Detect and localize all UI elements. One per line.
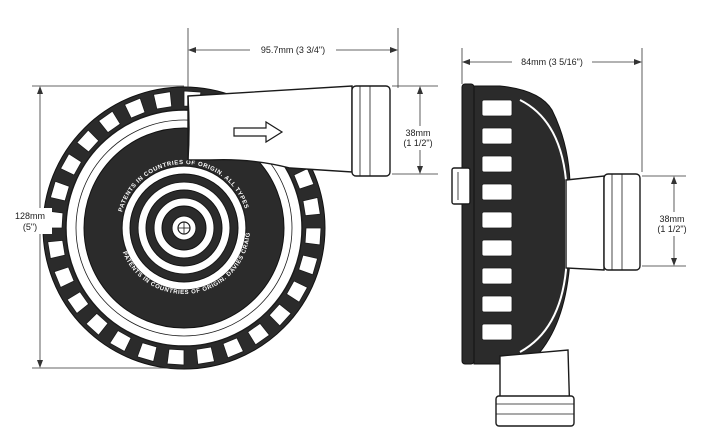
flow-arrow-icon — [233, 120, 284, 144]
side-rib-slot — [481, 155, 513, 173]
side-width-dimension: 84mm (3 5/16") — [461, 48, 643, 172]
rim-rib-slot — [109, 330, 132, 352]
side-rib-slot — [481, 239, 513, 257]
front-outlet-collar — [351, 85, 391, 177]
rim-rib-slot — [124, 97, 146, 119]
rim-rib-slot — [76, 129, 100, 153]
rim-rib-slot — [268, 303, 292, 327]
side-inlet-collar — [495, 395, 575, 427]
front-outlet-label-in: (1 1/2") — [403, 138, 432, 148]
rim-rib-slot — [304, 227, 322, 246]
side-mount-clip — [451, 167, 471, 205]
front-height-dimension: 128mm (5") — [12, 85, 184, 369]
front-outlet-label-mm: 38mm — [405, 128, 430, 138]
rim-rib-slot — [166, 348, 185, 366]
side-outlet-label-in: (1 1/2") — [657, 224, 686, 234]
side-rib-slot — [481, 267, 513, 285]
front-height-label-mm: 128mm — [15, 211, 45, 221]
rim-rib-slot — [136, 342, 158, 363]
side-rib-slots — [481, 99, 513, 341]
rim-rib-slot — [53, 266, 75, 288]
side-rib-slot — [481, 295, 513, 313]
rim-rib-slot — [66, 291, 90, 314]
side-width-label: 84mm (3 5/16") — [521, 57, 583, 67]
side-outlet-dimension: 38mm (1 1/2") — [642, 175, 696, 267]
rim-rib-slot — [222, 337, 244, 359]
rim-rib-slot — [47, 239, 66, 259]
front-height-label-in: (5") — [23, 222, 37, 232]
rim-rib-slot — [195, 346, 215, 365]
rim-rib-slot — [153, 91, 173, 110]
rim-rib-slot — [286, 280, 308, 303]
side-rib-slot — [481, 211, 513, 229]
rim-rib-slot — [293, 168, 315, 190]
side-view — [451, 83, 641, 427]
rim-rib-slot — [98, 110, 121, 134]
rim-rib-slot — [85, 312, 109, 336]
rim-rib-slot — [60, 153, 82, 176]
rim-rib-slot — [302, 197, 321, 217]
side-outlet-label-mm: 38mm — [659, 214, 684, 224]
side-rib-slot — [481, 323, 513, 341]
side-rib-slot — [481, 183, 513, 201]
side-back-plate — [461, 83, 475, 365]
front-outlet-dimension: 38mm (1 1/2") — [392, 85, 440, 175]
side-rib-slot — [481, 99, 513, 117]
side-main-body — [473, 85, 571, 365]
rim-rib-slot — [298, 254, 319, 276]
side-outlet-tube — [565, 175, 605, 271]
front-width-dimension: 95.7mm (3 3/4") — [187, 28, 399, 88]
rim-rib-slot — [247, 322, 270, 346]
side-rib-slot — [481, 127, 513, 145]
front-width-label: 95.7mm (3 3/4") — [261, 45, 325, 55]
front-inner-band-edge — [75, 119, 293, 337]
rim-rib-slot — [49, 180, 70, 202]
